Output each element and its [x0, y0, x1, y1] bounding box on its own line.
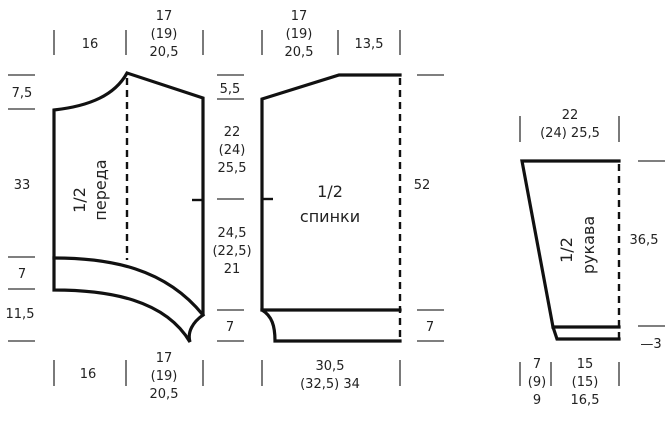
sleeve-top-width-2: (24) 25,5	[540, 126, 600, 141]
front-height-band: 7	[18, 267, 26, 282]
back-height-band: 7	[426, 320, 434, 335]
center-height-armhole-1: 22	[224, 125, 241, 140]
front-bottom-width-right-2: (19)	[151, 369, 178, 384]
back-bottom-width-1: 30,5	[316, 359, 345, 374]
front-piece: 16 17 (19) 20,5 1/2 переда 7,5 33 7 11,5	[6, 9, 206, 402]
front-title-fraction: 1/2	[70, 187, 89, 213]
sleeve-bottom-width-left-1: 7	[533, 357, 541, 372]
back-title-fraction: 1/2	[317, 182, 343, 201]
back-top-width-left-1: 17	[291, 9, 308, 24]
sleeve-bottom-width-left-3: 9	[533, 393, 541, 408]
front-bottom-width-right-1: 17	[156, 351, 173, 366]
sleeve-title-fraction: 1/2	[557, 237, 576, 263]
front-height-body: 33	[14, 178, 31, 193]
front-top-width-right-1: 17	[156, 9, 173, 24]
center-height-shoulder: 5,5	[220, 82, 241, 97]
back-bottom-width-2: (32,5) 34	[300, 377, 360, 392]
sleeve-height-length: 36,5	[630, 233, 659, 248]
center-height-armhole-2: (24)	[219, 143, 246, 158]
back-title-name: спинки	[300, 207, 360, 226]
center-height-band: 7	[226, 320, 234, 335]
back-outline	[260, 73, 402, 343]
back-height-total: 52	[414, 178, 431, 193]
center-height-side-1: 24,5	[218, 226, 247, 241]
front-height-shoulder: 7,5	[12, 86, 33, 101]
front-top-width-right-2: (19)	[151, 27, 178, 42]
front-height-curve: 11,5	[6, 307, 35, 322]
front-bottom-width-left: 16	[80, 367, 97, 382]
center-height-side-3: 21	[224, 262, 241, 277]
sleeve-bottom-width-right-3: 16,5	[571, 393, 600, 408]
center-height-labels: 5,5 22 (24) 25,5 24,5 (22,5) 21 7	[212, 74, 252, 342]
back-piece: 17 (19) 20,5 13,5 1/2 спинки 52 7 30,5 (…	[260, 9, 444, 392]
sleeve-piece: 22 (24) 25,5 1/2 рукава 36,5 —3 7 (9) 9 …	[519, 108, 665, 408]
sleeve-bottom-width-left-2: (9)	[528, 375, 546, 390]
sleeve-top-width-1: 22	[562, 108, 579, 123]
sleeve-title-name: рукава	[579, 216, 598, 274]
back-top-width-right: 13,5	[355, 37, 384, 52]
front-top-width-left: 16	[82, 37, 99, 52]
front-title-name: переда	[91, 159, 110, 220]
front-outline	[52, 71, 205, 343]
back-top-width-left-2: (19)	[286, 27, 313, 42]
front-top-width-right-3: 20,5	[150, 45, 179, 60]
back-top-width-left-3: 20,5	[285, 45, 314, 60]
front-band-line	[52, 256, 206, 318]
sleeve-height-cuff: —3	[640, 337, 661, 352]
center-height-armhole-3: 25,5	[218, 161, 247, 176]
sleeve-bottom-width-right-1: 15	[577, 357, 594, 372]
front-bottom-width-right-3: 20,5	[150, 387, 179, 402]
sleeve-bottom-width-right-2: (15)	[572, 375, 599, 390]
center-height-side-2: (22,5)	[212, 244, 251, 259]
